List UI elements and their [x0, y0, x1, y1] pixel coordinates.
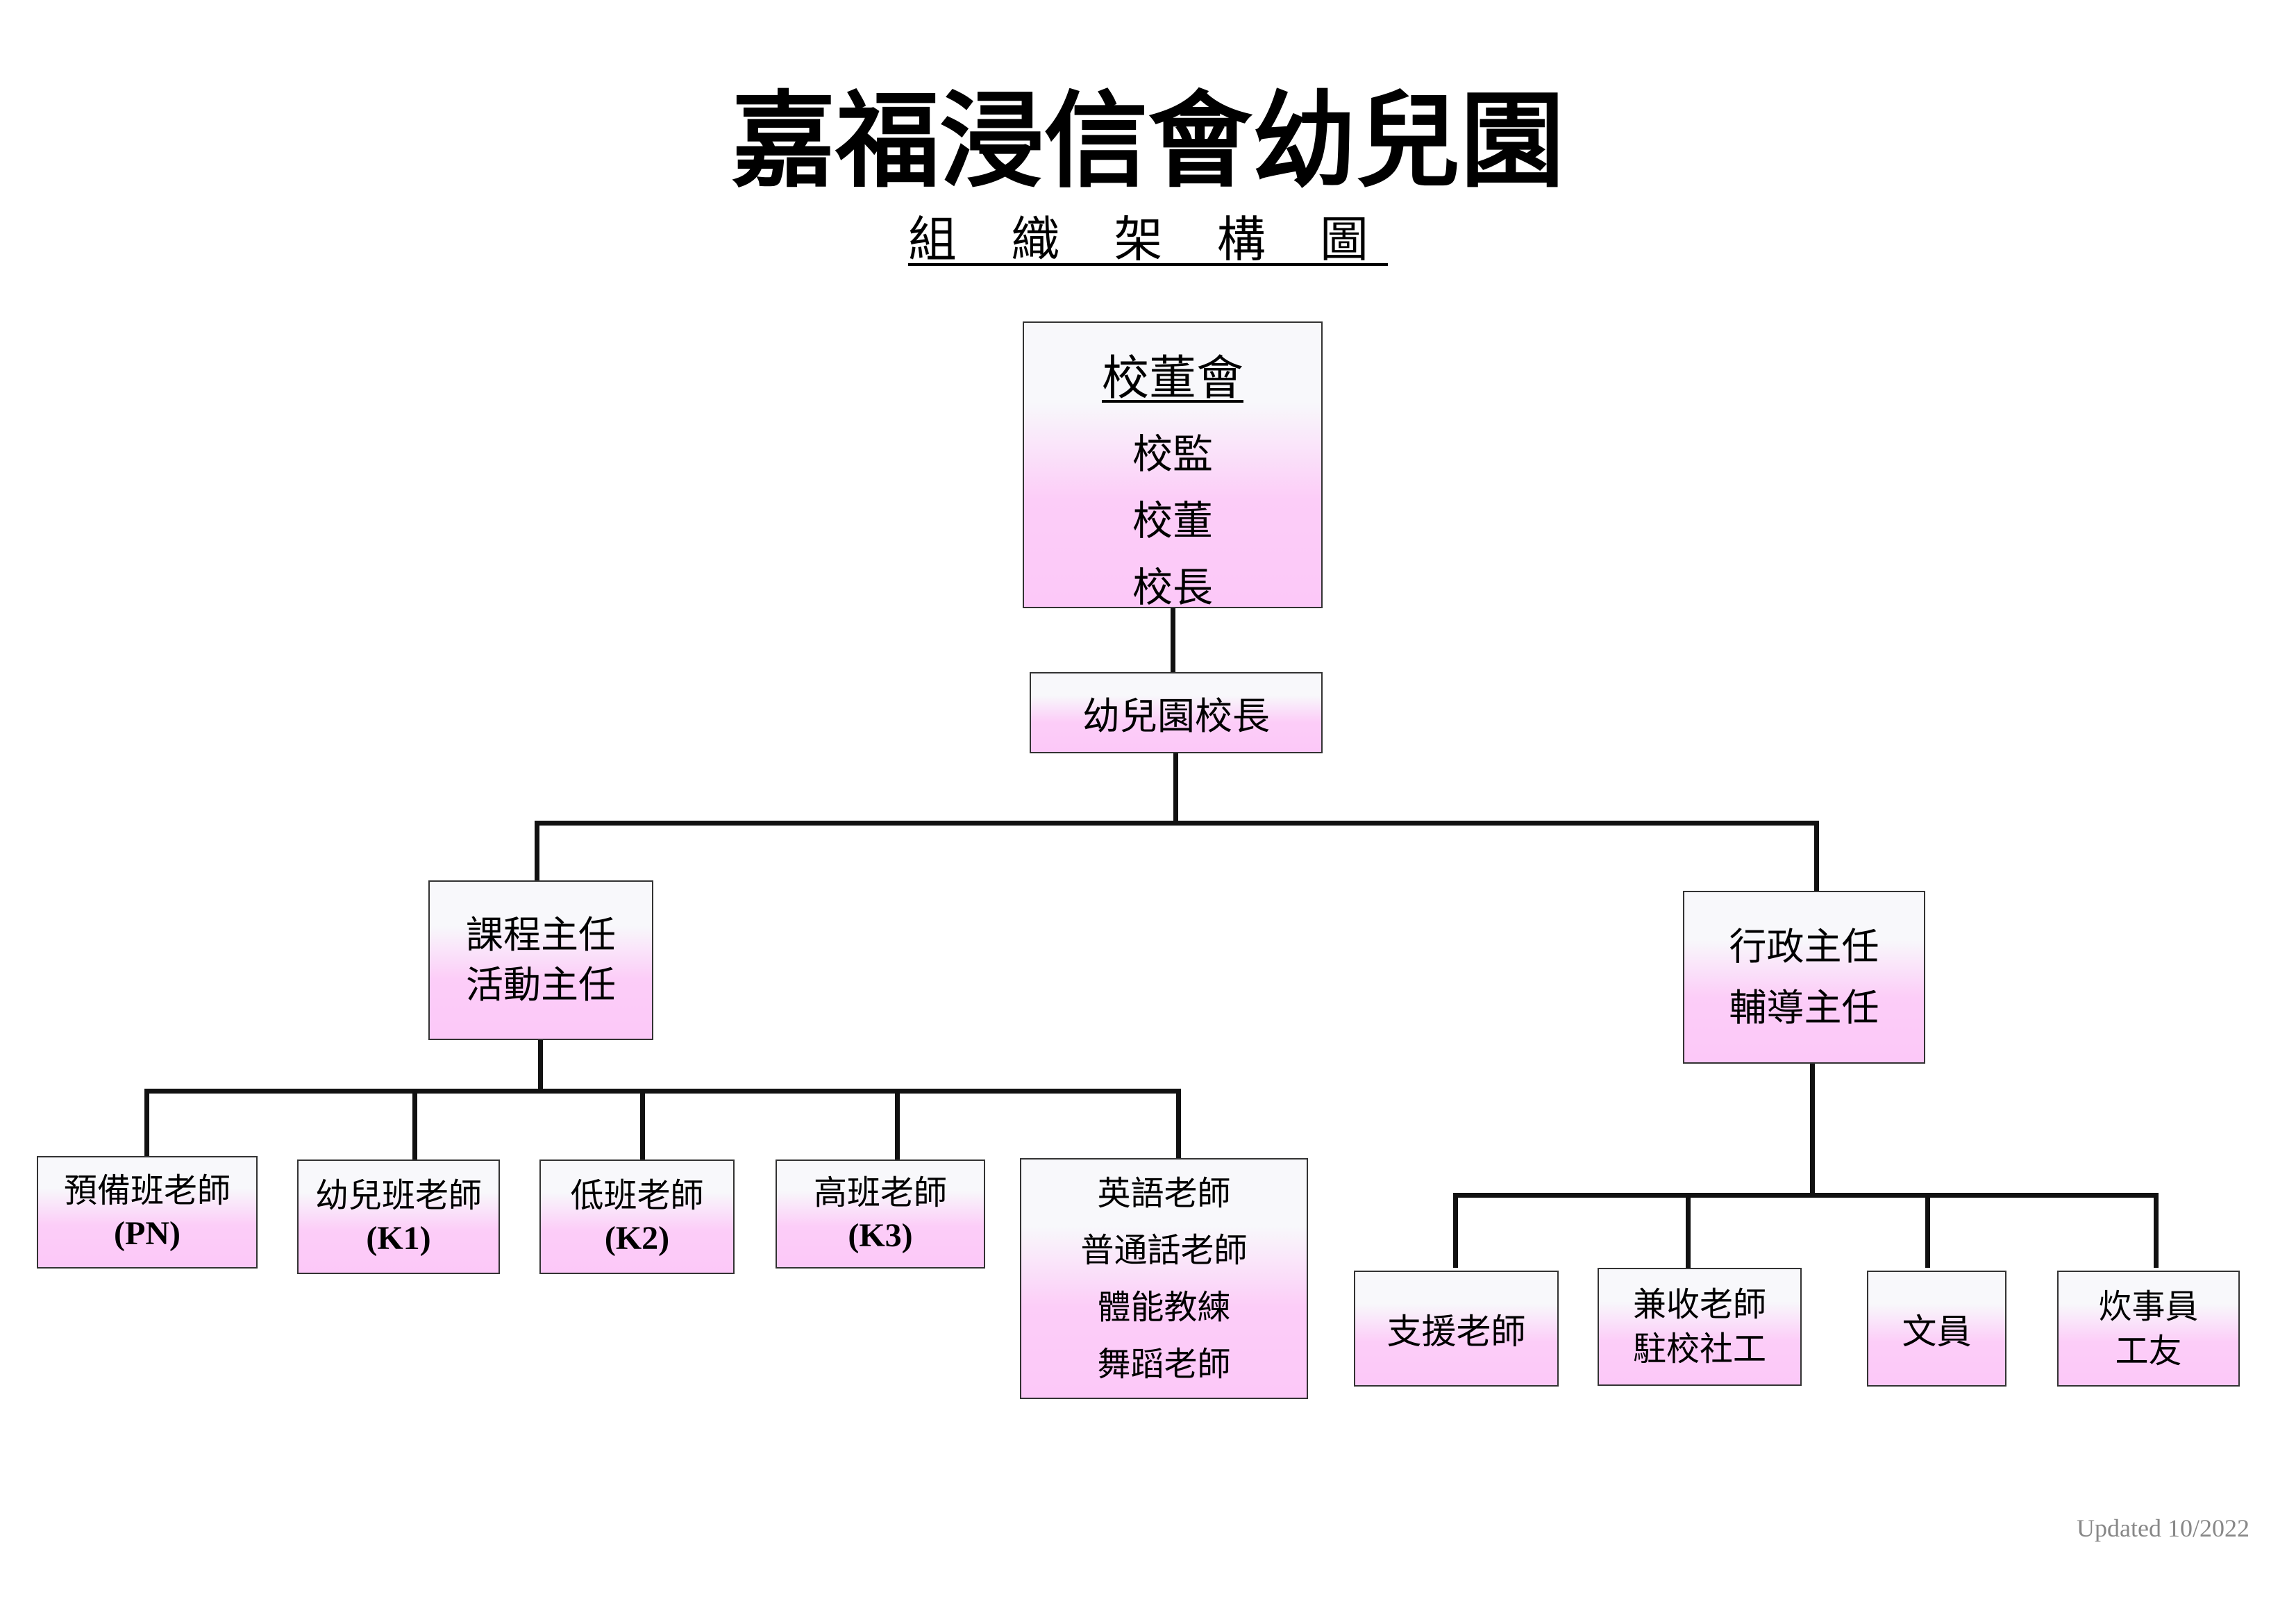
connector-teacher-special	[1176, 1089, 1181, 1158]
curriculum-role: 課程主任	[466, 913, 616, 957]
parttime-role: 駐校社工	[1632, 1330, 1766, 1368]
curriculum-box: 課程主任 活動主任	[428, 880, 653, 1040]
teacher-code: (K2)	[604, 1219, 670, 1257]
connector-bus-admin	[1814, 821, 1819, 894]
page-title: 嘉福浸信會幼兒園	[731, 80, 1565, 202]
special-teacher: 普通話老師	[1080, 1230, 1248, 1270]
parttime-box: 兼收老師 駐校社工	[1598, 1268, 1802, 1386]
connector-principal-bus	[1173, 753, 1178, 825]
board-box: 校董會 校監 校董 校長	[1023, 321, 1323, 611]
teacher-name: 預備班老師	[63, 1171, 231, 1210]
workers-box: 炊事員 工友	[2057, 1271, 2240, 1387]
updated-date: Updated 10/2022	[2077, 1514, 2249, 1542]
teacher-name: 高班老師	[813, 1173, 947, 1212]
admin-role: 行政主任	[1729, 924, 1879, 969]
page-subtitle: 組 織 架 構 圖	[907, 211, 1388, 268]
principal-label: 幼兒園校長	[1082, 694, 1270, 738]
support-teacher-label: 支援老師	[1386, 1311, 1526, 1352]
connector-bus-curriculum	[535, 821, 539, 885]
teacher-box-k3: 高班老師 (K3)	[776, 1160, 985, 1269]
teacher-box-pn: 預備班老師 (PN)	[37, 1156, 258, 1269]
connector-teacher-k2	[640, 1089, 645, 1160]
teacher-code: (PN)	[114, 1215, 181, 1252]
board-member: 校董	[1132, 497, 1213, 544]
worker-role: 炊事員	[2098, 1287, 2199, 1326]
parttime-role: 兼收老師	[1632, 1285, 1766, 1324]
teacher-box-k1: 幼兒班老師 (K1)	[297, 1160, 500, 1274]
connector-support-parttime	[1686, 1193, 1691, 1268]
special-teacher: 英語老師	[1097, 1173, 1231, 1213]
connector-teacher-bus	[144, 1089, 1181, 1094]
connector-teacher-k3	[895, 1089, 900, 1160]
connector-curriculum-bus	[538, 1040, 543, 1092]
curriculum-role: 活動主任	[466, 963, 616, 1007]
special-teacher: 體能教練	[1097, 1287, 1231, 1327]
special-teachers-box: 英語老師 普通話老師 體能教練 舞蹈老師	[1020, 1158, 1308, 1399]
worker-role: 工友	[2115, 1331, 2182, 1371]
support-teacher-box: 支援老師	[1354, 1271, 1559, 1387]
connector-support-clerk	[1925, 1193, 1930, 1268]
teacher-code: (K1)	[366, 1219, 431, 1257]
special-teacher: 舞蹈老師	[1097, 1344, 1231, 1384]
clerk-box: 文員	[1867, 1271, 2006, 1387]
board-member: 校長	[1132, 564, 1213, 611]
connector-support-teacher	[1453, 1193, 1458, 1268]
teacher-name: 幼兒班老師	[315, 1175, 482, 1215]
connector-admin-bus	[1810, 1064, 1815, 1197]
board-heading: 校董會	[1101, 351, 1243, 406]
connector-support-bus	[1453, 1193, 2159, 1198]
connector-teacher-pn	[144, 1089, 149, 1157]
board-member: 校監	[1132, 430, 1213, 478]
connector-support-workers	[2154, 1193, 2159, 1268]
teacher-name: 低班老師	[570, 1175, 704, 1215]
connector-teacher-k1	[412, 1089, 417, 1160]
teacher-box-k2: 低班老師 (K2)	[539, 1160, 735, 1274]
admin-role: 輔導主任	[1729, 985, 1879, 1030]
teacher-code: (K3)	[848, 1216, 913, 1254]
connector-top-bus	[535, 821, 1819, 826]
principal-box: 幼兒園校長	[1030, 672, 1323, 753]
clerk-label: 文員	[1902, 1311, 1972, 1352]
admin-box: 行政主任 輔導主任	[1683, 891, 1925, 1064]
connector-board-principal	[1171, 608, 1175, 675]
